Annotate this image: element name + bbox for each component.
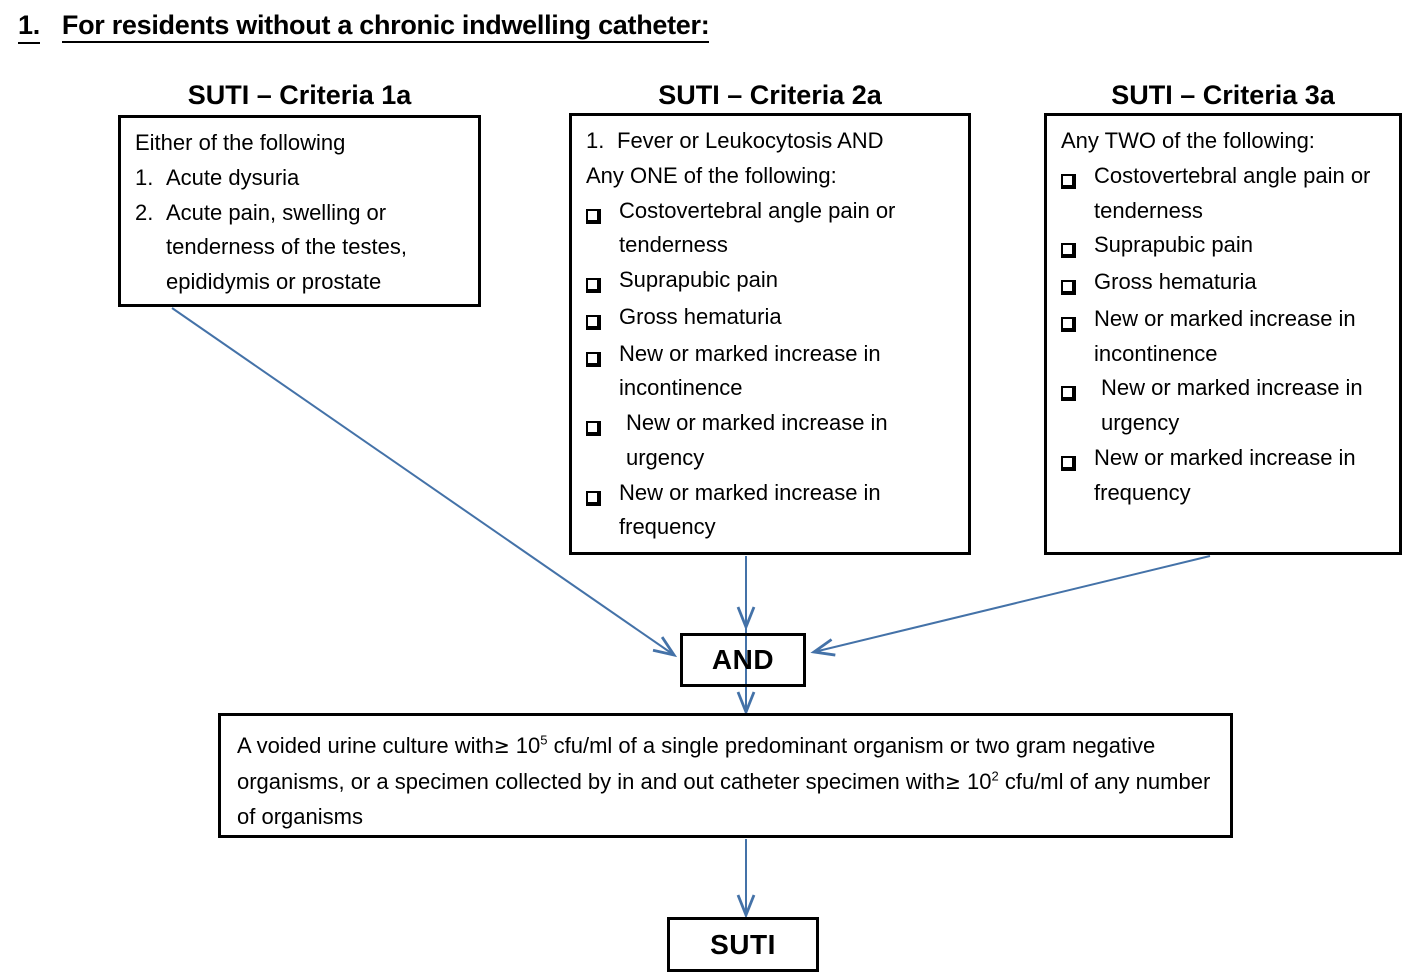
checkbox-item-text: Costovertebral angle pain or tenderness (1094, 162, 1371, 223)
and-node: AND (680, 633, 806, 687)
checkbox-item-text: Suprapubic pain (1094, 232, 1254, 258)
checkbox-list-item[interactable]: Gross hematuria (1061, 265, 1393, 302)
greater-equal-icon: ≥ (493, 734, 510, 758)
checkbox-icon[interactable] (586, 476, 619, 513)
culture-exponent-2: 2 (991, 768, 999, 784)
arrow-criteria-3a-to-and (810, 555, 1211, 657)
checkbox-item-text: New or marked increase in frequency (1094, 444, 1356, 505)
list-marker: 1. (586, 128, 605, 153)
checkbox-icon[interactable] (586, 406, 619, 443)
checkbox-icon[interactable] (1061, 265, 1094, 302)
checkbox-list-item[interactable]: New or marked increase in frequency (1061, 441, 1393, 511)
checkbox-icon[interactable] (1061, 228, 1094, 265)
checkbox-list-item[interactable]: New or marked increase in incontinence (1061, 302, 1393, 372)
checkbox-list-item[interactable]: New or marked increase in frequency (586, 476, 962, 546)
list-marker: 2. (135, 199, 154, 225)
checkbox-icon[interactable] (1061, 441, 1094, 478)
checkbox-list-item[interactable]: Gross hematuria (586, 300, 962, 337)
page-title-text: For residents without a chronic indwelli… (61, 10, 710, 43)
list-item-text: Acute pain, swelling or tenderness of th… (166, 199, 407, 295)
checkbox-icon[interactable] (586, 263, 619, 300)
checkbox-icon[interactable] (1061, 371, 1094, 408)
checkbox-item-text: Gross hematuria (1094, 269, 1257, 294)
checkbox-icon[interactable] (1061, 302, 1094, 339)
culture-segment-2: cfu/ml of a single predominant organism … (237, 733, 1156, 794)
column-title-criteria-2a: SUTI – Criteria 2a (658, 80, 882, 110)
checkbox-list-item[interactable]: Costovertebral angle pain or tenderness (586, 194, 962, 264)
page-title: 1. For residents without a chronic indwel… (18, 10, 710, 44)
checkbox-list-item[interactable]: Suprapubic pain (586, 263, 962, 300)
checkbox-list-item[interactable]: Costovertebral angle pain or tenderness (1061, 159, 1393, 229)
criteria-2a-intro: Any ONE of the following: (586, 162, 837, 188)
checkbox-icon[interactable] (586, 300, 619, 337)
list-item: 1. Acute dysuria (135, 161, 472, 196)
list-marker: 1. (135, 164, 154, 190)
criteria-1a-box: Either of the following 1. Acute dysuria… (118, 115, 481, 307)
checkbox-icon[interactable] (586, 337, 619, 374)
checkbox-item-text: New or marked increase in urgency (626, 410, 888, 470)
checkbox-item-text: New or marked increase in incontinence (1094, 305, 1356, 366)
culture-base-1: 10 (515, 733, 541, 758)
criteria-3a-intro: Any TWO of the following: (1061, 128, 1315, 153)
culture-segment-1: A voided urine culture with (237, 733, 494, 758)
page-title-number: 1. (18, 10, 40, 44)
criteria-3a-box: Any TWO of the following: Costovertebral… (1044, 113, 1402, 555)
checkbox-icon[interactable] (586, 194, 619, 231)
checkbox-item-text: Costovertebral angle pain or tenderness (619, 197, 896, 258)
result-node-suti: SUTI (667, 917, 819, 972)
checkbox-item-text: New or marked increase in urgency (1101, 375, 1363, 435)
checkbox-list-item[interactable]: Suprapubic pain (1061, 228, 1393, 265)
criteria-1a-intro: Either of the following (135, 130, 346, 155)
list-item-text: Fever or Leukocytosis AND (617, 128, 884, 153)
list-item: 2. Acute pain, swelling or tenderness of… (135, 196, 472, 300)
criteria-2a-box: 1. Fever or Leukocytosis AND Any ONE of … (569, 113, 971, 555)
column-title-criteria-1a: SUTI – Criteria 1a (187, 80, 412, 110)
list-item: 1. Fever or Leukocytosis AND (586, 124, 962, 159)
checkbox-item-text: Suprapubic pain (619, 267, 779, 292)
culture-base-2: 10 (967, 768, 992, 794)
checkbox-list-item[interactable]: New or marked increase in incontinence (586, 337, 962, 407)
list-item-text: Acute dysuria (166, 164, 300, 190)
checkbox-list-item[interactable]: New or marked increase in urgency (586, 406, 962, 476)
culture-segment-3: cfu/ml of any number of organisms (237, 768, 1211, 830)
checkbox-item-text: New or marked increase in frequency (619, 479, 881, 540)
checkbox-icon[interactable] (1061, 159, 1094, 196)
and-node-label: AND (711, 644, 775, 675)
checkbox-list-item[interactable]: New or marked increase in urgency (1061, 371, 1393, 441)
result-node-label: SUTI (710, 928, 776, 960)
greater-equal-icon: ≥ (945, 769, 961, 794)
urine-culture-node: A voided urine culture with≥ 105 cfu/ml … (218, 713, 1233, 838)
culture-exponent-1: 5 (540, 732, 548, 748)
checkbox-item-text: Gross hematuria (619, 303, 782, 329)
column-title-criteria-3a: SUTI – Criteria 3a (1111, 80, 1335, 110)
checkbox-item-text: New or marked increase in incontinence (619, 340, 881, 401)
arrow-criteria-1a-to-and (171, 307, 678, 658)
